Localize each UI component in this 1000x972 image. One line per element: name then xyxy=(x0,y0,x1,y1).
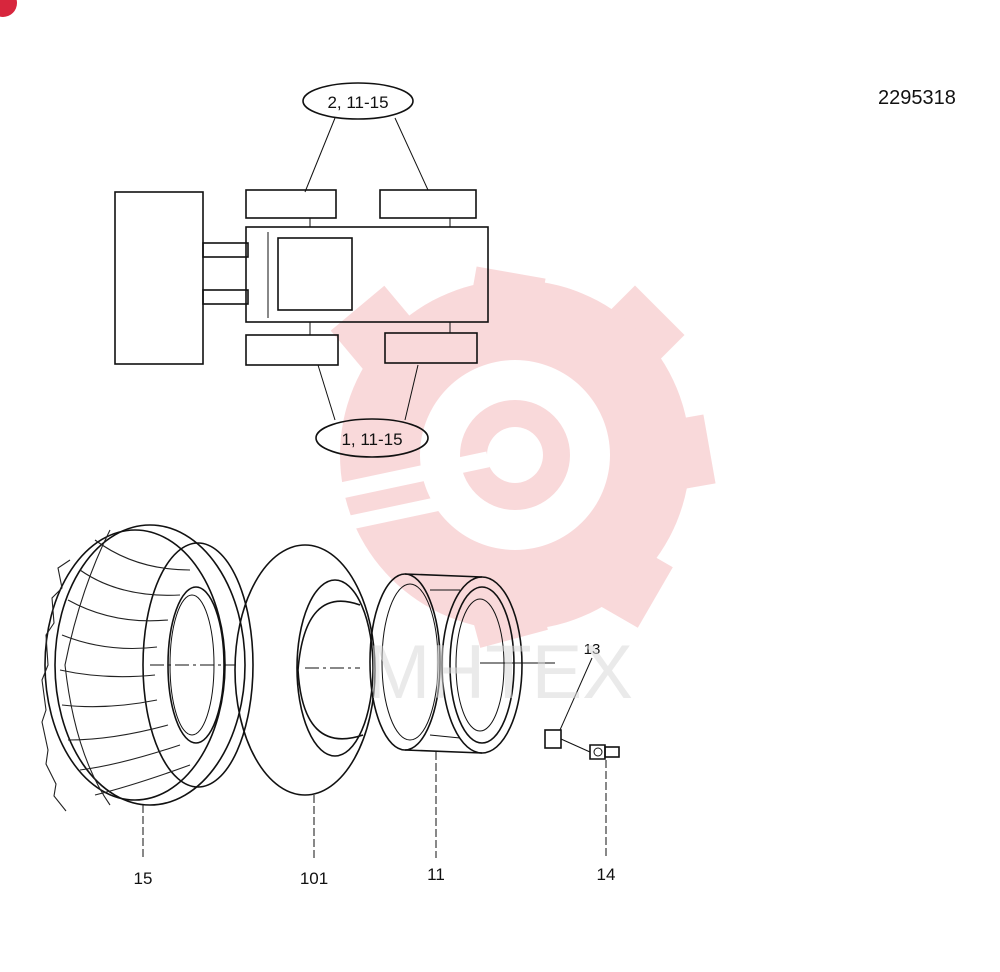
label-valve: 14 xyxy=(597,865,616,884)
label-valve-cap: 13 xyxy=(584,641,601,658)
machine-top-view xyxy=(114,189,489,366)
label-rim: 11 xyxy=(427,865,445,884)
corner-badge xyxy=(0,0,17,17)
tyre-part xyxy=(41,524,254,858)
tube-part xyxy=(234,544,376,858)
bucket-outline xyxy=(114,191,204,365)
drawing-number: 2295318 xyxy=(878,87,956,109)
callout-bottom-label: 1, 11-15 xyxy=(341,430,402,449)
callout-bottom: 1, 11-15 xyxy=(315,364,429,458)
rim-part xyxy=(369,573,555,858)
wheel-front-left xyxy=(245,189,337,219)
label-tyre: 15 xyxy=(134,869,153,888)
wheel-rear-left xyxy=(379,189,477,219)
chassis-outline xyxy=(245,226,489,323)
watermark-gear-logo xyxy=(320,266,716,648)
valve-part xyxy=(544,657,620,858)
wheel-rear-right xyxy=(384,332,478,364)
watermark-text: MHTEX xyxy=(367,630,633,715)
callout-top: 2, 11-15 xyxy=(302,82,429,193)
label-tube: 101 xyxy=(300,869,328,888)
callout-top-label: 2, 11-15 xyxy=(327,93,388,112)
wheel-front-right xyxy=(245,334,339,366)
